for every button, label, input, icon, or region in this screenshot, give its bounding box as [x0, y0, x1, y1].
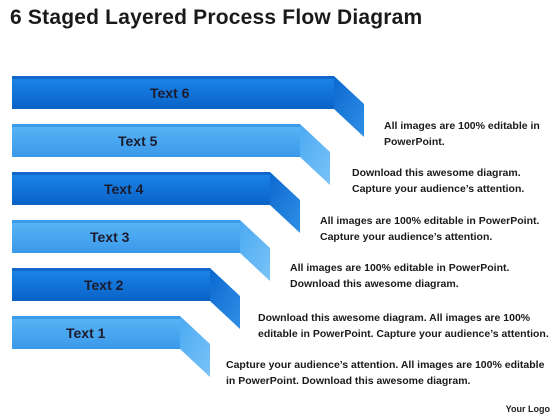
- stage-side-face: [240, 220, 270, 281]
- stage-description: Download this awesome diagram. All image…: [258, 310, 549, 342]
- description-line: Capture your audience’s attention.: [320, 231, 493, 243]
- stage-side-face: [210, 268, 240, 329]
- stage-label: Text 1: [66, 325, 106, 341]
- stage-description: All images are 100% editable in PowerPoi…: [290, 260, 509, 292]
- stage-label: Text 3: [90, 229, 130, 245]
- stage-1: Text 1: [12, 316, 210, 377]
- stage-description: All images are 100% editable in PowerPoi…: [320, 213, 539, 245]
- stage-3: Text 3: [12, 220, 270, 281]
- description-line: PowerPoint.: [384, 136, 445, 148]
- description-line: in PowerPoint. Download this awesome dia…: [226, 375, 471, 387]
- stage-6: Text 6: [12, 76, 364, 137]
- stage-4: Text 4: [12, 172, 300, 233]
- description-line: Download this awesome diagram.: [352, 167, 521, 179]
- description-line: All images are 100% editable in: [384, 120, 540, 132]
- stage-front-face: [12, 172, 270, 205]
- description-line: Capture your audience’s attention. All i…: [226, 359, 545, 371]
- description-line: Download this awesome diagram. All image…: [258, 312, 531, 324]
- stage-label: Text 5: [118, 133, 158, 149]
- description-line: Download this awesome diagram.: [290, 278, 459, 290]
- stage-front-face: [12, 316, 180, 349]
- description-line: All images are 100% editable in PowerPoi…: [320, 215, 540, 227]
- stage-side-face: [180, 316, 210, 377]
- page-title: 6 Staged Layered Process Flow Diagram: [10, 6, 423, 29]
- description-line: Capture your audience’s attention.: [352, 183, 525, 195]
- stage-description: Download this awesome diagram. Capture yo…: [352, 165, 524, 197]
- stage-label: Text 4: [104, 181, 144, 197]
- stage-front-face: [12, 268, 210, 301]
- stage-label: Text 2: [84, 277, 124, 293]
- stage-side-face: [300, 124, 330, 185]
- stage-front-face: [12, 76, 334, 109]
- description-line: editable in PowerPoint. Capture your aud…: [258, 328, 549, 340]
- stage-side-face: [334, 76, 364, 137]
- logo-text: Your Logo: [505, 404, 550, 414]
- description-line: All images are 100% editable in PowerPoi…: [290, 262, 510, 274]
- stage-front-face: [12, 220, 240, 253]
- stage-side-face: [270, 172, 300, 233]
- stage-description: All images are 100% editable in PowerPoin…: [384, 118, 540, 150]
- stage-5: Text 5: [12, 124, 330, 185]
- stage-label: Text 6: [150, 85, 190, 101]
- stage-front-face: [12, 124, 300, 157]
- stage-2: Text 2: [12, 268, 240, 329]
- stage-description: Capture your audience’s attention. All i…: [226, 357, 544, 389]
